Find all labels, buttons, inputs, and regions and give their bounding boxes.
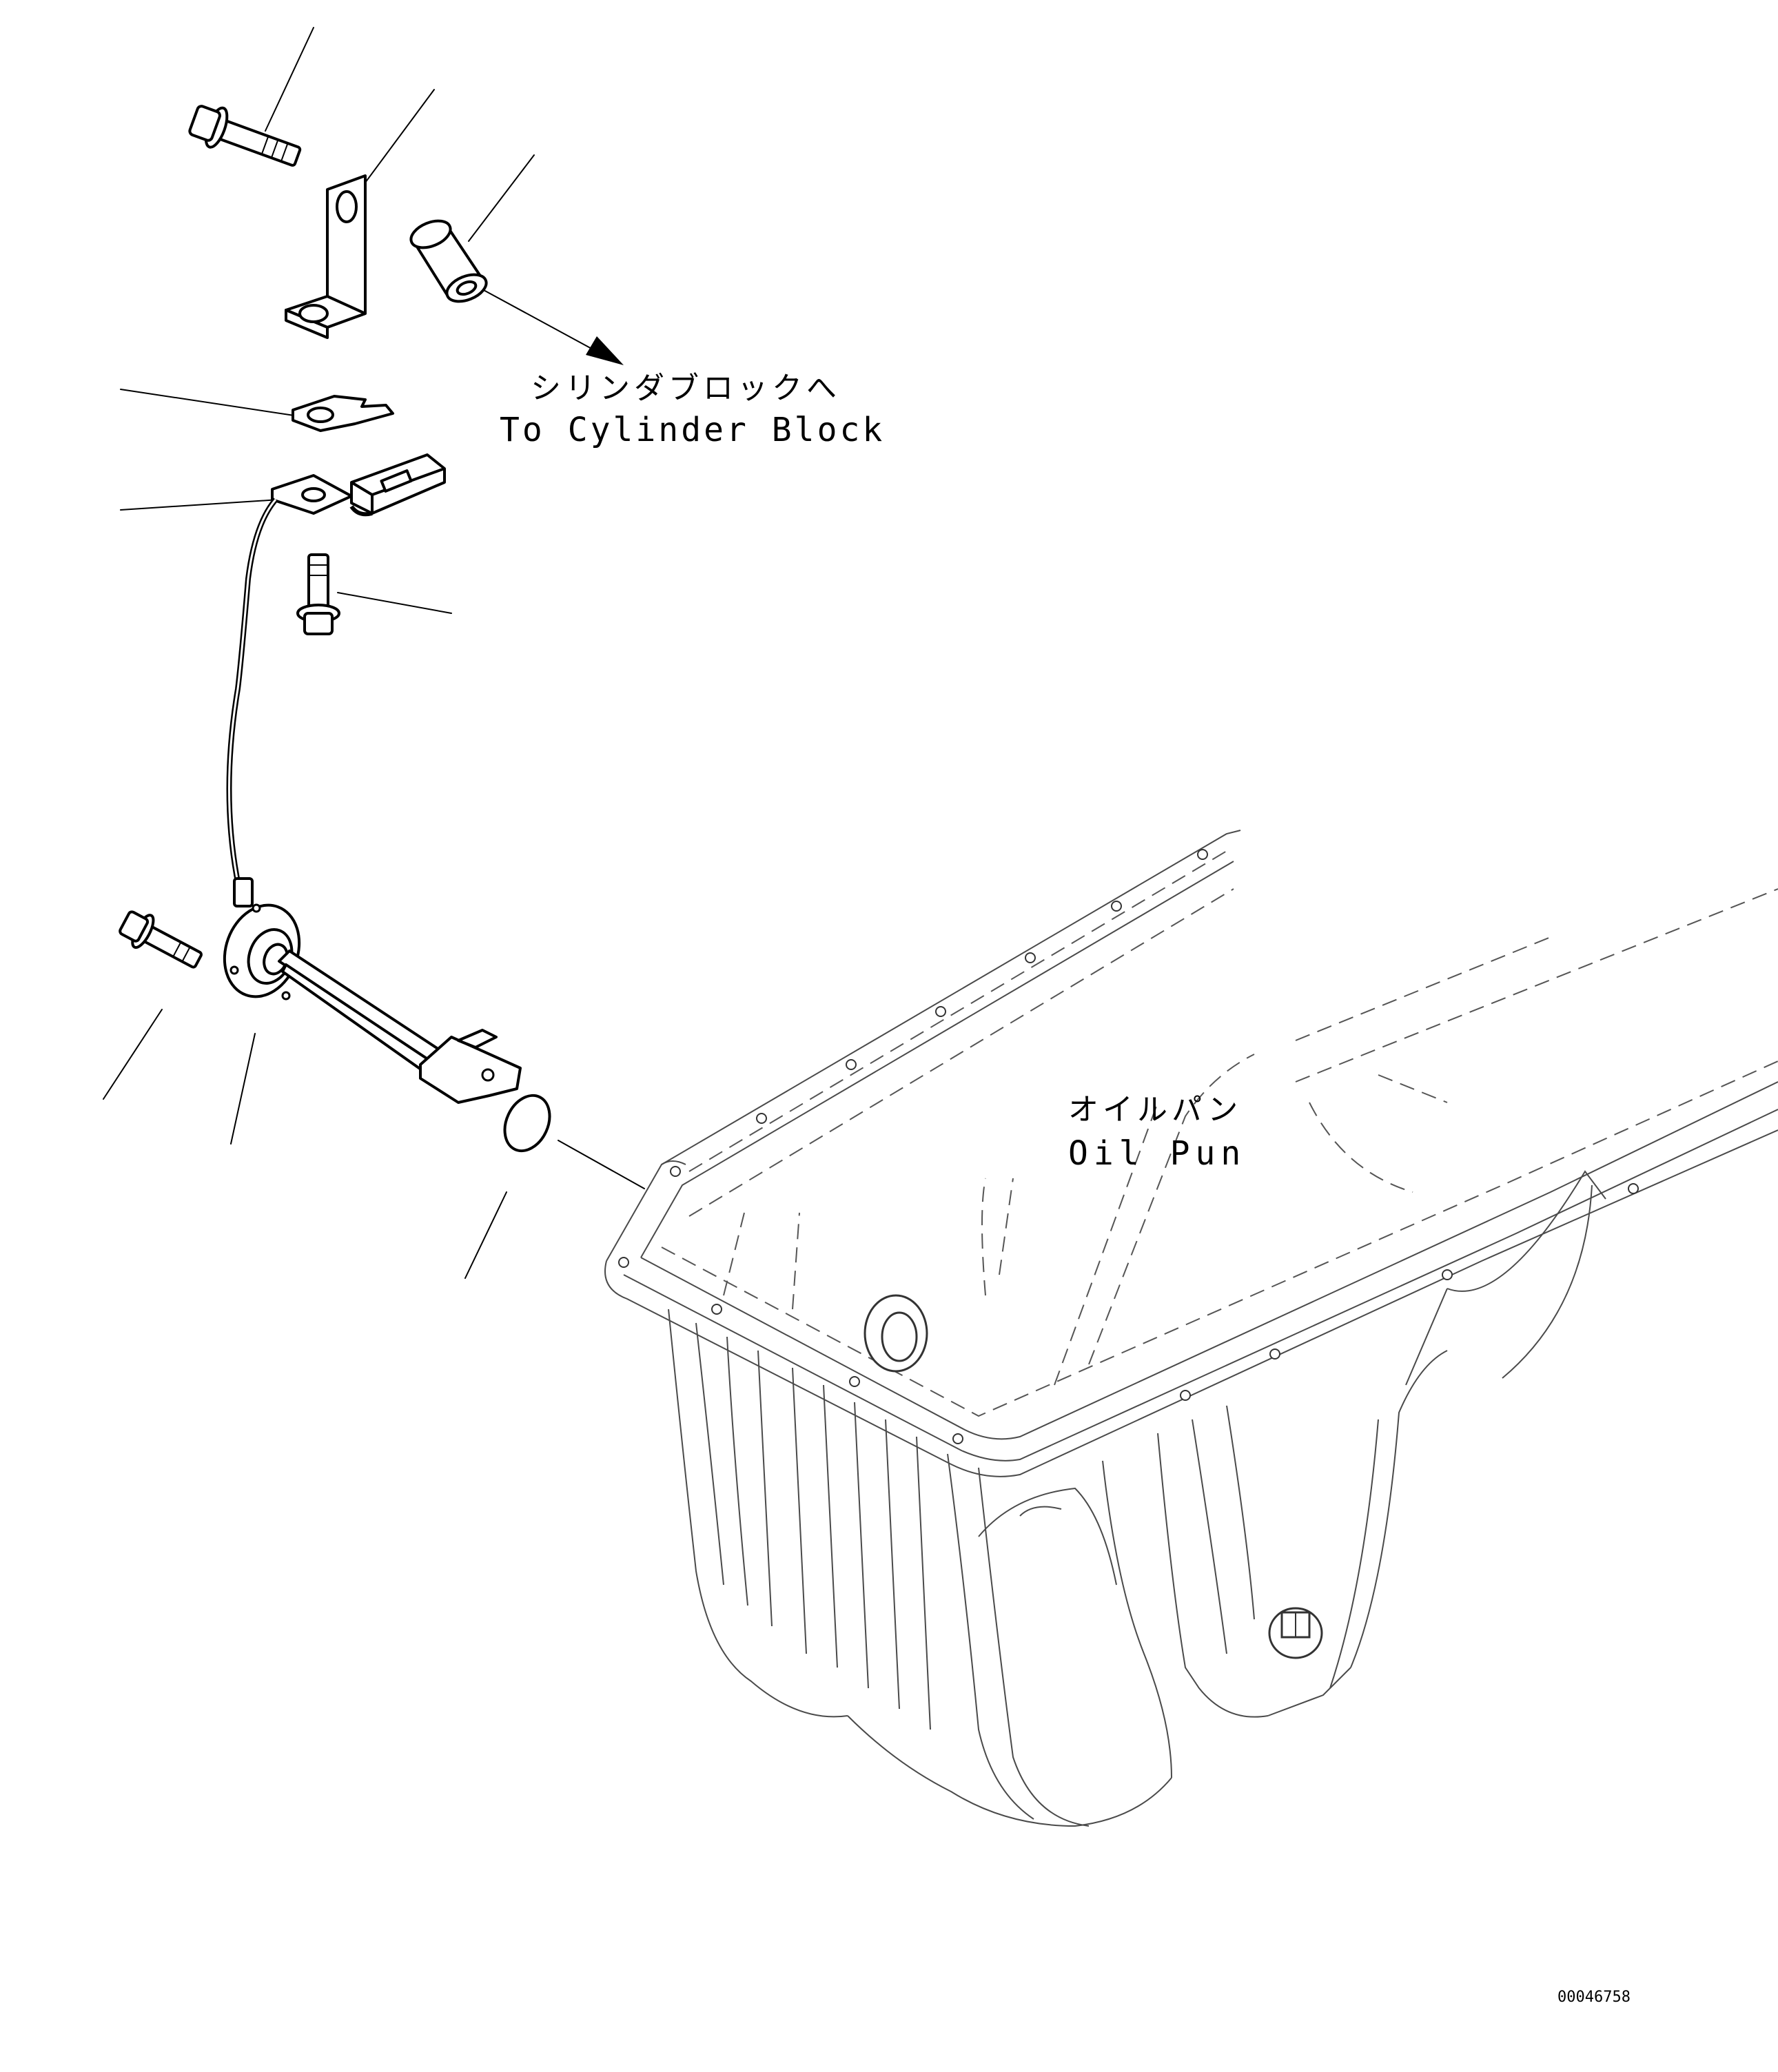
terminal-plate	[292, 395, 394, 432]
drain-plug	[1268, 1607, 1323, 1659]
leader-lines	[103, 27, 645, 1279]
connector-bolt	[296, 553, 340, 635]
sensor-connector	[271, 453, 446, 515]
sensor-mount-bolt	[119, 910, 203, 969]
to-cylinder-block-label-en: To Cylinder Block	[500, 411, 885, 449]
arrow-head	[586, 336, 624, 365]
spacer-collar	[409, 219, 488, 303]
oil-level-sensor	[223, 877, 522, 1104]
l-bracket	[285, 174, 367, 339]
o-ring	[503, 1094, 551, 1153]
drawing-number: 00046758	[1557, 1989, 1631, 2006]
oil-pan	[604, 830, 1778, 1827]
oil-pan-label-jp: オイルパン	[1068, 1092, 1242, 1127]
to-cylinder-block-label-jp: シリンダブロックへ	[531, 371, 841, 406]
flange-bolt-top	[188, 105, 302, 167]
oil-pan-label-en: Oil Pun	[1068, 1134, 1246, 1173]
